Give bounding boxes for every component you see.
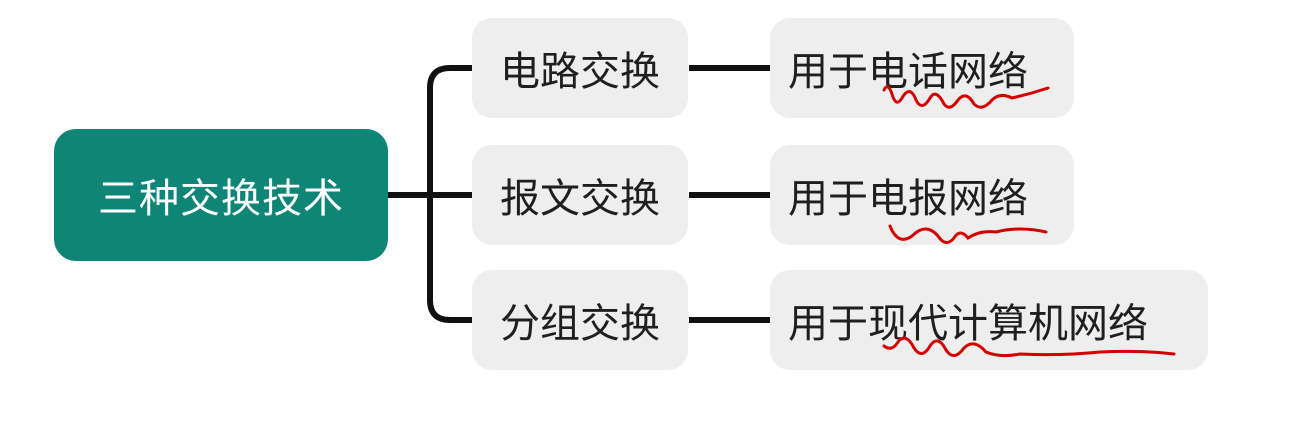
leaf-node-telegraph-network[interactable]: 用于电报网络 — [770, 145, 1074, 245]
branch-node-packet-switching[interactable]: 分组交换 — [472, 270, 688, 370]
leaf-label: 用于电报网络 — [788, 176, 1028, 222]
bracket-connector — [427, 65, 472, 323]
root-label: 三种交换技术 — [98, 176, 344, 222]
leaf-label: 用于电话网络 — [788, 49, 1028, 95]
leaf-label: 用于现代计算机网络 — [788, 301, 1148, 347]
leaf-node-telephone-network[interactable]: 用于电话网络 — [770, 18, 1074, 118]
branch-label: 分组交换 — [500, 301, 660, 347]
branch-node-message-switching[interactable]: 报文交换 — [472, 145, 688, 245]
branch-node-circuit-switching[interactable]: 电路交换 — [472, 18, 688, 118]
branch-label: 电路交换 — [500, 49, 660, 95]
leaf-node-computer-network[interactable]: 用于现代计算机网络 — [770, 270, 1208, 370]
branch-label: 报文交换 — [500, 176, 660, 222]
root-node[interactable]: 三种交换技术 — [54, 129, 388, 261]
